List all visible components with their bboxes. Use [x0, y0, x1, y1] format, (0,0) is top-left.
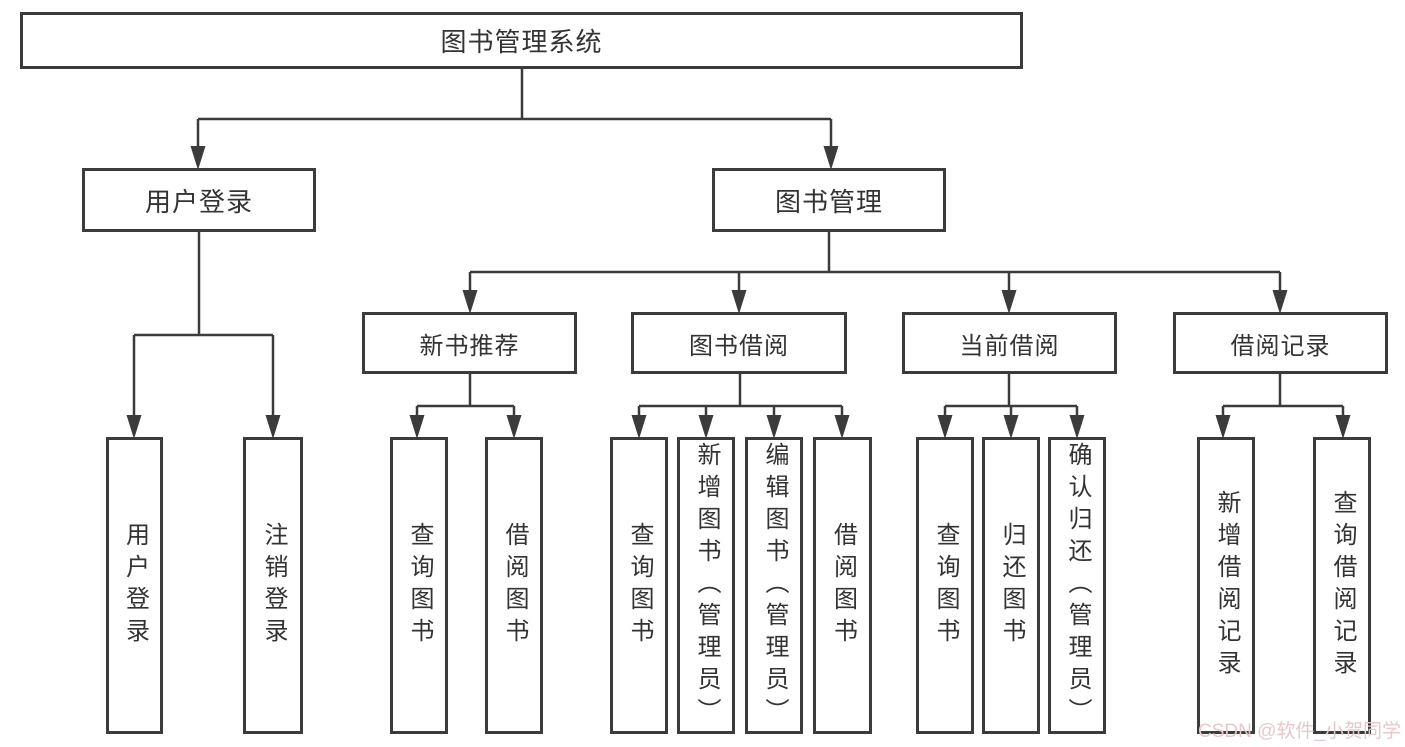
connector-bookborrow-to-leaves — [637, 374, 844, 421]
leaf-logout: 注销登录 — [243, 437, 303, 734]
leaf-edit-book-admin: 编辑图书（管理员） — [745, 437, 803, 734]
node-user-login: 用户登录 — [82, 168, 316, 232]
node-user-login-label: 用户登录 — [144, 186, 253, 217]
leaf-add-book-admin-label: 新增图书（管理员） — [693, 441, 720, 730]
leaf-add-book-admin: 新增图书（管理员） — [677, 437, 735, 734]
leaf-query-books-1-label: 查询图书 — [406, 521, 433, 650]
leaf-query-books-3-label: 查询图书 — [932, 521, 959, 650]
node-root: 图书管理系统 — [20, 12, 1023, 69]
csdn-watermark: CSDN @软件_小贺同学 — [1198, 721, 1401, 742]
leaf-query-books-2: 查询图书 — [610, 437, 668, 734]
leaf-borrow-books-1-label: 借阅图书 — [501, 521, 528, 650]
connector-bookmgmt-to-level3 — [468, 232, 1282, 296]
node-borrow-record-label: 借阅记录 — [1230, 332, 1331, 360]
leaf-add-borrow-record: 新增借阅记录 — [1197, 437, 1255, 734]
connector-userlogin-to-leaves — [132, 232, 275, 421]
leaf-edit-book-admin-label: 编辑图书（管理员） — [761, 441, 788, 730]
leaf-user-login: 用户登录 — [106, 437, 163, 734]
leaf-borrow-books-2: 借阅图书 — [813, 437, 872, 734]
node-book-borrow-label: 图书借阅 — [689, 332, 789, 360]
node-current-borrow: 当前借阅 — [902, 312, 1117, 374]
leaf-borrow-books-2-label: 借阅图书 — [829, 521, 857, 650]
leaf-return-books-label: 归还图书 — [998, 521, 1025, 650]
leaf-logout-label: 注销登录 — [260, 521, 287, 650]
leaf-confirm-return-admin-label: 确认归还（管理员） — [1064, 441, 1091, 730]
node-current-borrow-label: 当前借阅 — [959, 332, 1060, 360]
leaf-add-borrow-record-label: 新增借阅记录 — [1213, 489, 1240, 682]
node-book-management: 图书管理 — [712, 168, 946, 232]
leaf-borrow-books-1: 借阅图书 — [485, 437, 543, 734]
node-new-book-recommend: 新书推荐 — [362, 312, 577, 374]
leaf-query-books-1: 查询图书 — [390, 437, 448, 734]
connector-currentborrow-to-leaves — [943, 374, 1079, 421]
leaf-query-borrow-record: 查询借阅记录 — [1313, 437, 1371, 734]
arrowheads — [126, 146, 1351, 439]
node-new-book-recommend-label: 新书推荐 — [419, 332, 520, 360]
connector-borrowrecord-to-leaves — [1221, 374, 1345, 421]
leaf-confirm-return-admin: 确认归还（管理员） — [1048, 437, 1106, 734]
node-borrow-record: 借阅记录 — [1173, 312, 1388, 374]
node-book-borrow: 图书借阅 — [631, 312, 847, 374]
leaf-query-books-3: 查询图书 — [916, 437, 974, 734]
leaf-query-books-2-label: 查询图书 — [626, 521, 653, 650]
node-book-management-label: 图书管理 — [774, 186, 883, 217]
leaf-query-borrow-record-label: 查询借阅记录 — [1329, 489, 1356, 682]
leaf-user-login-label: 用户登录 — [121, 521, 149, 650]
connector-newbook-to-leaves — [415, 374, 516, 421]
leaf-return-books: 归还图书 — [982, 437, 1040, 734]
connector-root-to-level2 — [196, 69, 833, 152]
node-root-label: 图书管理系统 — [440, 27, 603, 57]
